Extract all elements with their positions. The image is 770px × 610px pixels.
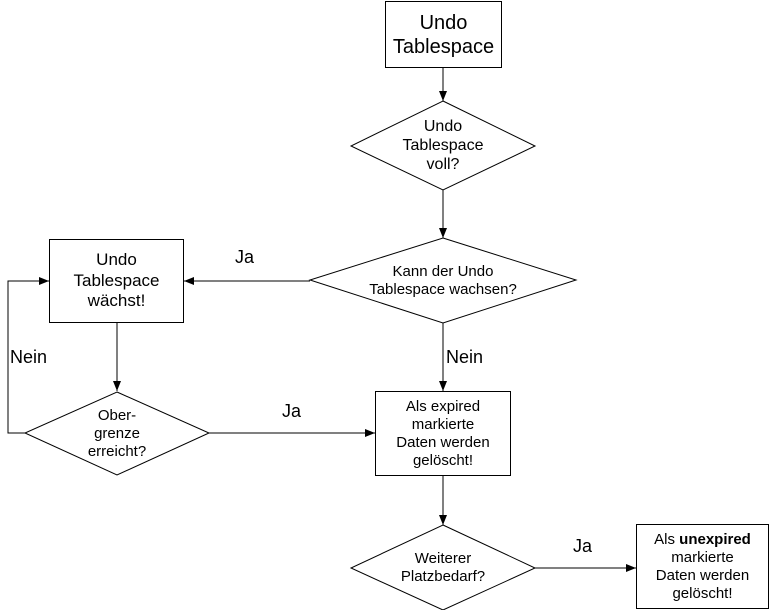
- node-text: wächst!: [87, 291, 146, 311]
- process-delete-expired: Als expired markierte Daten werden gelös…: [375, 391, 511, 476]
- node-text: Kann der Undo: [392, 262, 494, 280]
- node-text: Daten werden: [655, 566, 750, 584]
- node-text: Als unexpired: [654, 531, 751, 549]
- node-text: Tablespace wachsen?: [369, 280, 517, 298]
- node-text: Platzbedarf?: [400, 567, 486, 585]
- decision-can-grow: Kann der Undo Tablespace wachsen?: [310, 238, 576, 323]
- node-text: grenze: [94, 424, 140, 442]
- process-undo-tablespace: Undo Tablespace: [385, 1, 502, 68]
- edge-label-nein-limit: Nein: [10, 347, 48, 367]
- decision-limit-reached: Ober- grenze erreicht?: [25, 392, 209, 475]
- arrow-limit-no-loop: [7, 277, 49, 434]
- process-delete-unexpired: Als unexpired markierte Daten werden gel…: [636, 524, 769, 609]
- node-text: erreicht?: [87, 442, 147, 460]
- decision-limit-shape: [23, 391, 211, 476]
- edge-label-nein-grow: Nein: [446, 347, 484, 367]
- node-text: Weiterer: [414, 549, 472, 567]
- node-text: Tablespace: [73, 270, 160, 290]
- process-tablespace-grows: Undo Tablespace wächst!: [49, 239, 184, 323]
- decision-more-space: Weiterer Platzbedarf?: [351, 525, 535, 610]
- edge-label-ja-limit: Ja: [282, 401, 302, 421]
- decision-tablespace-full: Undo Tablespace voll?: [351, 101, 535, 190]
- node-text: Undo: [419, 11, 468, 34]
- node-text: markierte: [411, 415, 475, 433]
- node-text: Als expired: [405, 397, 481, 415]
- node-text: voll?: [426, 156, 460, 174]
- node-text: Tablespace: [392, 35, 495, 58]
- node-text: Undo: [423, 117, 463, 135]
- node-text: Daten werden: [396, 433, 490, 451]
- node-text-prefix: Als: [654, 530, 680, 548]
- node-text: gelöscht!: [672, 584, 733, 602]
- node-text: Ober-: [97, 406, 137, 424]
- node-text: markierte: [671, 548, 734, 566]
- edge-label-ja-grow: Ja: [235, 247, 255, 267]
- decision-need-shape: [349, 524, 537, 610]
- edge-label-ja-need: Ja: [573, 536, 593, 556]
- node-text-bold: unexpired: [679, 530, 751, 548]
- node-text: gelöscht!: [412, 451, 474, 469]
- node-text: Tablespace: [402, 136, 484, 154]
- node-text: Undo: [96, 250, 137, 270]
